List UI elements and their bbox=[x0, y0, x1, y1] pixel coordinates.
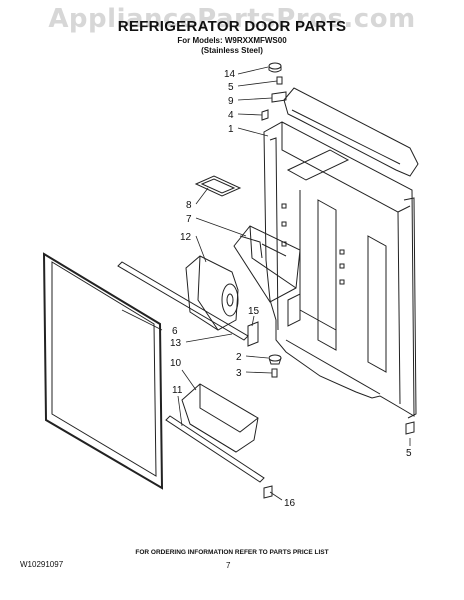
callout-3: 3 bbox=[236, 368, 242, 379]
ice-bin-part bbox=[185, 255, 239, 331]
door-liner-part bbox=[263, 121, 417, 419]
callout-6: 6 bbox=[172, 326, 178, 337]
callout-15: 15 bbox=[248, 306, 260, 317]
hinge-cap-part bbox=[268, 62, 282, 73]
document-number: W10291097 bbox=[20, 560, 64, 569]
callout-13: 13 bbox=[170, 338, 182, 349]
callout-12: 12 bbox=[180, 232, 192, 243]
ordering-note: FOR ORDERING INFORMATION REFER TO PARTS … bbox=[135, 549, 329, 556]
callout-9: 9 bbox=[228, 96, 234, 107]
model-line: For Models: W9RXXMFWS00 bbox=[177, 36, 287, 45]
door-gasket-part bbox=[42, 252, 164, 490]
callout-14: 14 bbox=[224, 69, 236, 80]
hinge-pin-part bbox=[271, 91, 287, 103]
callout-8: 8 bbox=[186, 200, 192, 211]
callout-4: 4 bbox=[228, 110, 234, 121]
hinge-screw-part bbox=[276, 76, 283, 85]
door-handle-trim-part bbox=[283, 87, 419, 177]
filter-cover-part bbox=[194, 175, 242, 197]
callout-11: 11 bbox=[172, 385, 183, 396]
callout-5-top: 5 bbox=[228, 82, 234, 93]
dispenser-housing-part bbox=[233, 225, 301, 303]
upper-trim-strip-part bbox=[117, 261, 249, 341]
small-clip-part bbox=[261, 109, 269, 121]
callout-10: 10 bbox=[170, 358, 182, 369]
callout-5-bottom: 5 bbox=[406, 448, 412, 459]
cam-part bbox=[268, 354, 282, 365]
callout-1: 1 bbox=[228, 124, 234, 135]
leader-lines bbox=[121, 66, 411, 501]
door-bin-part bbox=[181, 383, 259, 453]
screw-part bbox=[271, 368, 278, 378]
callout-2: 2 bbox=[236, 352, 242, 363]
watermark: AppliancePartsPros.com bbox=[48, 4, 416, 34]
lower-trim-strip-part bbox=[165, 415, 265, 483]
bottom-hinge-cap-part bbox=[405, 421, 415, 435]
page-title: REFRIGERATOR DOOR PARTS bbox=[117, 18, 347, 35]
end-cap-part bbox=[263, 485, 273, 499]
callout-7: 7 bbox=[186, 214, 192, 225]
small-bracket-part bbox=[247, 321, 259, 347]
finish-line: (Stainless Steel) bbox=[201, 46, 263, 55]
page-number: 7 bbox=[226, 561, 231, 570]
callout-labels: 14 5 9 4 1 8 7 12 15 6 13 2 3 10 11 5 16 bbox=[170, 69, 412, 509]
callout-16: 16 bbox=[284, 498, 296, 509]
